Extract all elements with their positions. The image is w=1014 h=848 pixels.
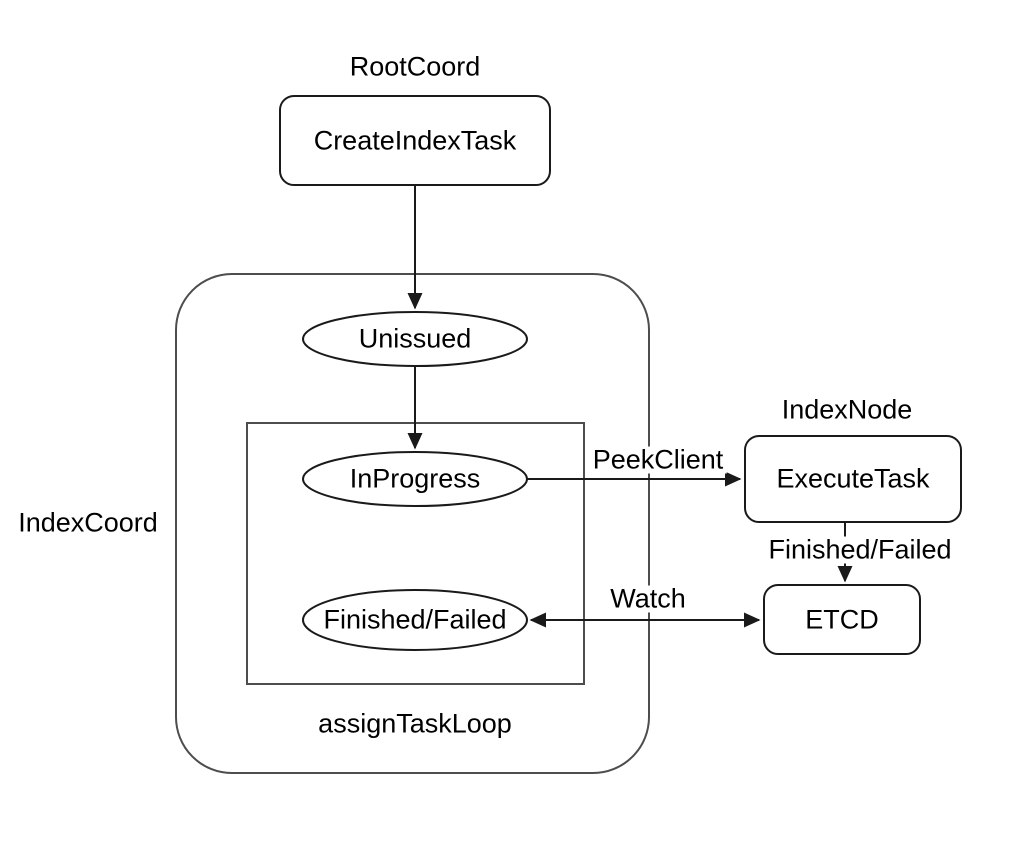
node-finished-failed-shape[interactable] — [302, 589, 528, 651]
edge-label-peekclient: PeekClient — [589, 446, 727, 474]
node-label-unissued[interactable]: Unissued — [358, 323, 472, 354]
node-label-create-index-task[interactable]: CreateIndexTask — [313, 125, 517, 156]
edge-label-finished-failed: Finished/Failed — [765, 536, 955, 564]
node-label-etcd[interactable]: ETCD — [805, 604, 879, 635]
group-label-indexnode: IndexNode — [781, 394, 913, 425]
group-label-rootcoord: RootCoord — [349, 51, 481, 82]
group-label-indexcoord: IndexCoord — [18, 507, 158, 538]
node-label-in-progress[interactable]: InProgress — [349, 463, 481, 494]
node-label-finished-failed[interactable]: Finished/Failed — [323, 604, 507, 635]
group-label-assigntaskloop: assignTaskLoop — [318, 708, 512, 739]
node-etcd-shape[interactable] — [763, 584, 921, 655]
edge-label-watch: Watch — [607, 585, 689, 613]
group-assigntaskloop-boundary — [246, 422, 585, 685]
group-indexcoord-boundary — [175, 273, 650, 774]
node-label-execute-task[interactable]: ExecuteTask — [776, 463, 930, 494]
node-execute-task-shape[interactable] — [744, 435, 962, 523]
